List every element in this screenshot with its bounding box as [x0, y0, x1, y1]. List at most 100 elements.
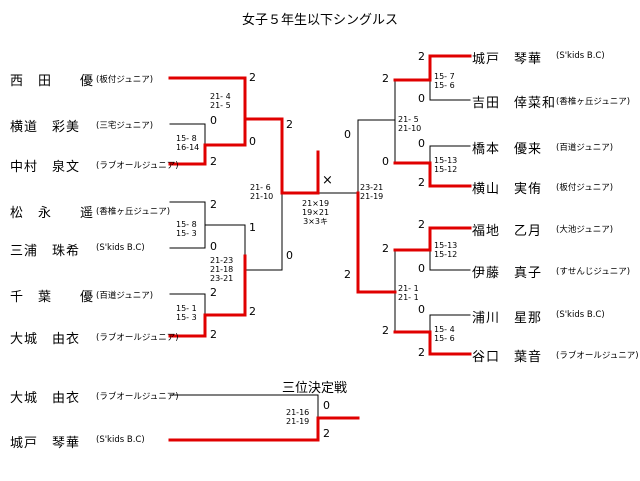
player-name: 中村 泉文 — [10, 160, 81, 175]
player-club: (S'kids B.C) — [556, 51, 605, 61]
game-count: 1 — [249, 221, 256, 234]
line-r3-r1 — [429, 145, 471, 164]
game-count: 0 — [323, 399, 330, 412]
player-club: (香椎ヶ丘ジュニア) — [96, 207, 171, 217]
game-count: 2 — [323, 427, 330, 440]
win-r8 — [393, 330, 472, 356]
match-score: 15- 1 15- 3 — [176, 304, 197, 322]
game-count: 2 — [418, 50, 425, 63]
line-l4l5-qf — [204, 224, 246, 257]
match-score: 15-13 15-12 — [434, 241, 458, 259]
win-t2 — [168, 416, 360, 442]
player-name: 谷口 葉音 — [472, 350, 543, 365]
game-count: 2 — [286, 118, 293, 131]
win-r1 — [393, 54, 472, 82]
line-r6-r1 — [429, 249, 471, 271]
win-l7 — [168, 254, 247, 338]
player-club: (ラブオールジュニア) — [96, 161, 179, 171]
line-t1 — [169, 394, 319, 419]
line-l5-r1 — [169, 224, 206, 249]
third-place-title: 三位決定戦 — [282, 381, 348, 396]
game-count: 0 — [344, 128, 351, 141]
player-club: (板付ジュニア) — [96, 75, 154, 85]
game-count: 2 — [418, 346, 425, 359]
line-sf-top — [357, 119, 396, 194]
page-title: 女子５年生以下シングルス — [241, 13, 398, 28]
player-club: (三宅ジュニア) — [96, 121, 154, 131]
game-count: 0 — [418, 262, 425, 275]
game-count: 2 — [210, 198, 217, 211]
match-score: 21- 1 21- 1 — [398, 284, 419, 302]
player-name: 橋本 優来 — [472, 142, 543, 157]
line-l6-r1 — [169, 293, 206, 316]
line-r2-r1 — [429, 79, 471, 101]
match-score: 15-13 15-12 — [434, 156, 458, 174]
game-count: 2 — [210, 286, 217, 299]
win-l3 — [168, 117, 320, 195]
player-club: (S'kids B.C) — [96, 243, 145, 253]
line-l4-r1 — [169, 201, 206, 226]
player-club: (板付ジュニア) — [556, 183, 614, 193]
game-count: 0 — [382, 155, 389, 168]
game-count: 2 — [249, 305, 256, 318]
player-name: 浦川 星那 — [472, 311, 543, 326]
game-count: 2 — [210, 328, 217, 341]
final-mark: × — [322, 173, 333, 188]
win-l1 — [168, 76, 247, 121]
player-name: 福地 乙月 — [472, 224, 543, 239]
player-name: 千 葉 優 — [10, 290, 95, 305]
player-name: 大城 由衣 — [10, 332, 81, 347]
player-club: (S'kids B.C) — [556, 310, 605, 320]
match-score: 21-16 21-19 — [286, 408, 310, 426]
match-score: 15- 8 16-14 — [176, 134, 200, 152]
line-r7-r1 — [429, 314, 471, 333]
player-name: 松 永 遥 — [10, 206, 95, 221]
player-club: (香椎ヶ丘ジュニア) — [556, 97, 631, 107]
game-count: 0 — [286, 249, 293, 262]
player-club: (大池ジュニア) — [556, 225, 614, 235]
match-score: 21- 4 21- 5 — [210, 92, 231, 110]
player-name: 西 田 優 — [10, 74, 95, 89]
game-count: 2 — [344, 268, 351, 281]
game-count: 2 — [210, 155, 217, 168]
match-score: 21- 5 21-10 — [398, 115, 422, 133]
game-count: 2 — [382, 242, 389, 255]
player-club: (S'kids B.C) — [96, 435, 145, 445]
line-l2-r1 — [169, 123, 206, 146]
player-club: (すせんじジュニア) — [556, 267, 631, 277]
player-name: 城戸 琴華 — [472, 52, 543, 67]
player-name: 横山 実侑 — [472, 182, 543, 197]
match-score: 15- 4 15- 6 — [434, 325, 455, 343]
win-sf-bottom — [356, 191, 397, 294]
player-name: 伊藤 真子 — [472, 266, 543, 281]
player-club: (百道ジュニア) — [556, 143, 614, 153]
game-count: 0 — [418, 137, 425, 150]
final-score: 21×19 19×21 3×3キ — [302, 199, 330, 226]
player-club: (ラブオールジュニア) — [556, 351, 639, 361]
game-count: 2 — [249, 71, 256, 84]
player-name: 横道 彩美 — [10, 120, 81, 135]
match-score: 21- 6 21-10 — [250, 183, 274, 201]
match-score: 23-21 21-19 — [360, 183, 384, 201]
player-name: 城戸 琴華 — [10, 436, 81, 451]
game-count: 2 — [382, 324, 389, 337]
win-r4 — [393, 161, 472, 188]
win-r5 — [393, 226, 472, 252]
player-name: 三浦 珠希 — [10, 244, 81, 259]
player-name: 吉田 倖菜和 — [472, 96, 557, 111]
match-score: 21-23 21-18 23-21 — [210, 256, 234, 283]
game-count: 2 — [418, 218, 425, 231]
game-count: 0 — [210, 240, 217, 253]
match-score: 15- 7 15- 6 — [434, 72, 455, 90]
game-count: 2 — [382, 72, 389, 85]
game-count: 0 — [418, 303, 425, 316]
player-club: (ラブオールジュニア) — [96, 392, 179, 402]
match-score: 15- 8 15- 3 — [176, 220, 197, 238]
game-count: 0 — [249, 135, 256, 148]
game-count: 0 — [210, 114, 217, 127]
game-count: 0 — [418, 92, 425, 105]
player-name: 大城 由衣 — [10, 391, 81, 406]
player-club: (ラブオールジュニア) — [96, 333, 179, 343]
player-club: (百道ジュニア) — [96, 291, 154, 301]
